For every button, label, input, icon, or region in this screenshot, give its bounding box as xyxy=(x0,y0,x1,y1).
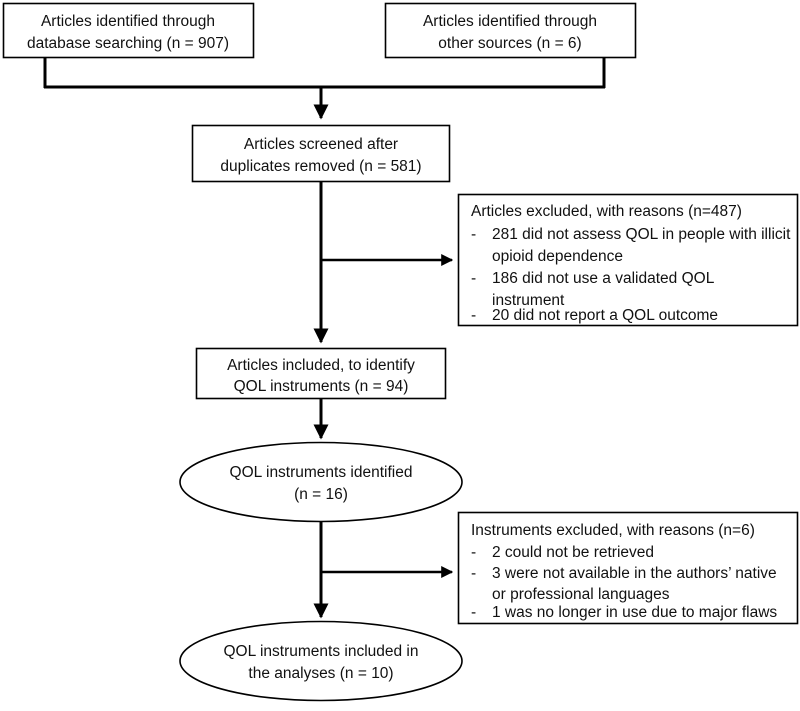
node-instruments-identified-line-1: QOL instruments identified xyxy=(230,464,413,481)
node-articles-included: Articles included, to identify QOL instr… xyxy=(195,347,447,400)
node-instruments-excluded-reason-1-line-1: 2 could not be retrieved xyxy=(492,544,654,561)
node-instruments-excluded-bullet-3: - xyxy=(471,604,476,621)
node-articles-included-line-2: QOL instruments (n = 94) xyxy=(234,378,409,395)
node-identified-database-line-1: Articles identified through xyxy=(41,13,215,30)
node-articles-excluded: Articles excluded, with reasons (n=487) … xyxy=(457,193,799,327)
node-instruments-excluded-reason-3-line-1: 1 was no longer in use due to major flaw… xyxy=(492,604,777,621)
node-instruments-included-line-2: the analyses (n = 10) xyxy=(248,665,393,682)
node-instruments-identified: QOL instruments identified (n = 16) xyxy=(179,441,463,523)
node-identified-database-line-2: database searching (n = 907) xyxy=(27,35,229,52)
node-articles-excluded-bullet-2: - xyxy=(471,270,476,287)
node-identified-other-line-1: Articles identified through xyxy=(423,13,597,30)
node-instruments-excluded-bullet-2: - xyxy=(471,565,476,582)
node-instruments-included: QOL instruments included in the analyses… xyxy=(179,620,463,702)
node-articles-excluded-reason-2-line-2: instrument xyxy=(492,292,565,309)
node-screened: Articles screened after duplicates remov… xyxy=(191,124,451,183)
node-screened-line-2: duplicates removed (n = 581) xyxy=(220,158,421,175)
node-articles-excluded-reason-1-line-2: opioid dependence xyxy=(492,248,623,265)
node-identified-other: Articles identified through other source… xyxy=(384,2,637,59)
node-articles-included-line-1: Articles included, to identify xyxy=(227,357,415,374)
node-articles-excluded-reason-3-line-1: 20 did not report a QOL outcome xyxy=(492,307,718,324)
node-articles-excluded-bullet-3: - xyxy=(471,307,476,324)
node-screened-line-1: Articles screened after xyxy=(244,136,398,153)
node-instruments-identified-line-2: (n = 16) xyxy=(294,486,348,503)
node-instruments-excluded-reason-2-line-1: 3 were not available in the authors’ nat… xyxy=(492,565,777,582)
node-articles-excluded-heading: Articles excluded, with reasons (n=487) xyxy=(471,203,742,220)
node-identified-database: Articles identified through database sea… xyxy=(2,2,255,59)
node-articles-excluded-reason-2-line-1: 186 did not use a validated QOL xyxy=(492,270,715,287)
node-instruments-excluded-heading: Instruments excluded, with reasons (n=6) xyxy=(471,522,755,539)
node-identified-other-line-2: other sources (n = 6) xyxy=(438,35,581,52)
node-instruments-excluded-reason-2-line-2: or professional languages xyxy=(492,586,670,603)
node-instruments-excluded: Instruments excluded, with reasons (n=6)… xyxy=(457,511,799,625)
node-articles-excluded-reason-1-line-1: 281 did not assess QOL in people with il… xyxy=(492,226,791,243)
node-instruments-excluded-bullet-1: - xyxy=(471,544,476,561)
node-instruments-included-line-1: QOL instruments included in xyxy=(224,643,419,660)
node-articles-excluded-bullet-1: - xyxy=(471,226,476,243)
